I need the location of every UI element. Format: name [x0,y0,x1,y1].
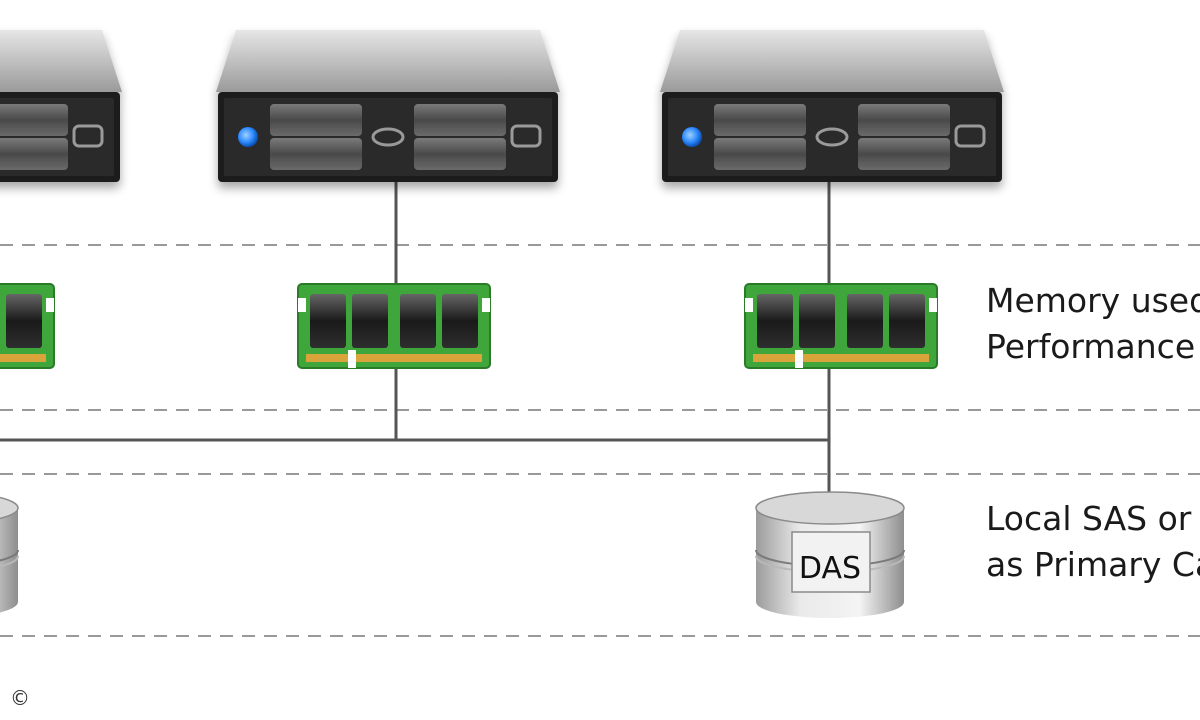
power-led-icon [238,127,258,147]
connector-lines [0,182,831,492]
memory-label-line2: Performance [986,327,1196,366]
memory-label-line1: Memory used [986,281,1200,320]
disk-stack-icon [0,491,19,619]
storage-tier-label: Local SAS or as Primary Ca [986,496,1200,588]
memory-module-icon [744,283,938,369]
server-icon [0,28,124,184]
copyright-mark: © [10,686,30,710]
power-led-icon [682,127,702,147]
server-icon [658,28,1006,184]
storage-label-line2: as Primary Ca [986,545,1200,584]
storage-label-line1: Local SAS or [986,499,1192,538]
tier-dividers [0,244,1200,637]
server-icon [214,28,562,184]
memory-module-icon [0,283,55,369]
disk-stack-icon: DAS [755,491,905,619]
das-label: DAS [799,551,861,586]
memory-tier-label: Memory used Performance [986,278,1200,370]
memory-module-icon [297,283,491,369]
